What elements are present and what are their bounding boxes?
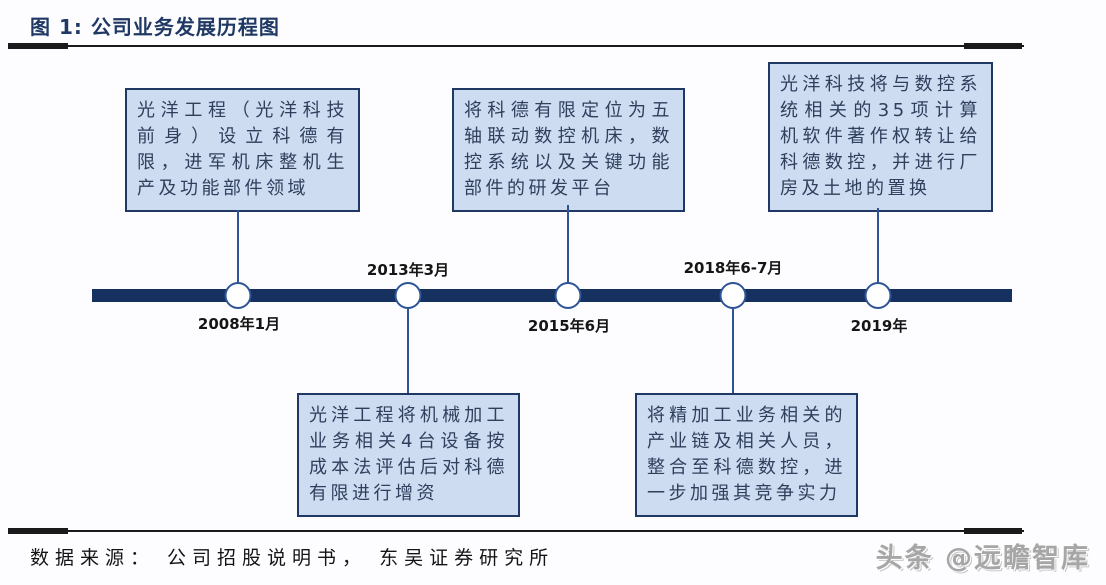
figure-title: 图 1: 公司业务发展历程图	[30, 15, 280, 39]
data-source-note: 数据来源： 公司招股说明书， 东吴证券研究所	[30, 547, 555, 569]
timeline-node-2018	[719, 282, 747, 309]
date-label-2019: 2019年	[850, 317, 908, 335]
connector-2018	[732, 307, 734, 393]
event-box-2013: 光洋工程将机械加工业务相关4台设备按成本法评估后对科德有限进行增资	[297, 393, 520, 517]
bottom-divider-line	[8, 530, 1024, 532]
connector-2019	[877, 208, 879, 284]
event-box-2018: 将精加工业务相关的产业链及相关人员，整合至科德数控，进一步加强其竞争实力	[635, 393, 858, 517]
timeline-node-2019	[864, 282, 892, 309]
event-box-2019: 光洋科技将与数控系统相关的35项计算机软件著作权转让给科德数控，并进行厂房及土地…	[768, 62, 993, 212]
event-box-2008: 光洋工程（光洋科技前身）设立科德有限，进军机床整机生产及功能部件领域	[125, 88, 360, 212]
date-label-2018: 2018年6-7月	[683, 259, 783, 277]
date-label-2013: 2013年3月	[366, 261, 450, 279]
connector-2015	[567, 205, 569, 284]
timeline-node-2013	[394, 282, 422, 309]
bottom-divider-thick-right	[964, 528, 1022, 534]
date-label-2008: 2008年1月	[197, 315, 281, 333]
top-divider-line	[8, 45, 1024, 47]
top-divider-thick-right	[964, 43, 1022, 49]
timeline-node-2015	[554, 282, 582, 309]
date-label-2015: 2015年6月	[527, 317, 611, 335]
event-box-2015: 将科德有限定位为五轴联动数控机床，数控系统以及关键功能部件的研发平台	[452, 88, 685, 212]
watermark: 头条 @远瞻智库	[875, 543, 1090, 574]
connector-2013	[407, 307, 409, 393]
timeline-node-2008	[224, 282, 252, 309]
connector-2008	[237, 210, 239, 284]
timeline-bar	[92, 289, 1012, 302]
